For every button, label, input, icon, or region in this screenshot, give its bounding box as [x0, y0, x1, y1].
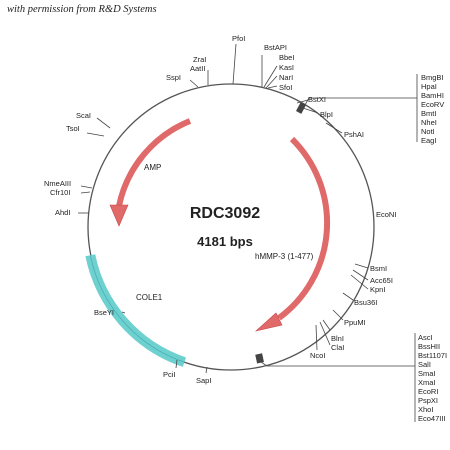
site-label: BbeI — [279, 53, 294, 62]
site-label: BlpI — [320, 110, 333, 119]
site-label: AscI — [418, 333, 433, 342]
site-label: XmaI — [418, 378, 436, 387]
site-label: Acc65I — [370, 276, 393, 285]
site-label: BssHII — [418, 342, 440, 351]
site-label: NmeAIII — [44, 179, 71, 188]
site-label: BamHI — [421, 91, 444, 100]
site-label: AatII — [190, 64, 205, 73]
mcs-top-marker — [296, 102, 306, 114]
site-label: AhdI — [55, 208, 70, 217]
site-label: TsoI — [66, 124, 80, 133]
site-label: Eco47III — [418, 414, 446, 423]
amp-arrow-head — [109, 204, 129, 227]
site-label: BlnI — [331, 334, 344, 343]
site-label: PfoI — [232, 34, 245, 43]
site-label: NheI — [421, 118, 437, 127]
site-label: ZraI — [193, 55, 206, 64]
site-label: SmaI — [418, 369, 436, 378]
site-label: Cfr10I — [50, 188, 70, 197]
site-label: SapI — [196, 376, 211, 385]
site-label: KasI — [279, 63, 294, 72]
site-label: NcoI — [310, 351, 325, 360]
site-label: SalI — [418, 360, 431, 369]
site-label: PpuMI — [344, 318, 366, 327]
site-label: NotI — [421, 127, 435, 136]
site-label: BsmI — [370, 264, 387, 273]
plasmid-name: RDC3092 — [190, 205, 260, 222]
site-label: BseYI — [94, 308, 114, 317]
site-label: PspXI — [418, 396, 438, 405]
site-label: XhoI — [418, 405, 433, 414]
site-label: PciI — [163, 370, 176, 379]
site-label: PshAI — [344, 130, 364, 139]
site-label: BmtI — [421, 109, 436, 118]
site-label: EcoRV — [421, 100, 444, 109]
cole1-label: COLE1 — [136, 293, 163, 302]
site-label: SfoI — [279, 83, 292, 92]
backbone-circle — [87, 83, 375, 371]
site-ticks — [78, 43, 418, 422]
site-label: EcoRI — [418, 387, 438, 396]
site-label: ClaI — [331, 343, 344, 352]
site-label: SspI — [166, 73, 181, 82]
site-label: EcoNI — [376, 210, 396, 219]
site-label: Bsu36I — [354, 298, 377, 307]
hmmp3-label: hMMP-3 (1-477) — [255, 252, 314, 261]
site-label: NarI — [279, 73, 293, 82]
plasmid-size: 4181 bps — [197, 234, 253, 249]
site-label: ScaI — [76, 111, 91, 120]
site-label: Bst1107I — [418, 351, 447, 360]
amp-arrow-body — [116, 118, 192, 207]
site-label: BmgBI — [421, 73, 444, 82]
site-label: EagI — [421, 136, 436, 145]
credit-text: with permission from R&D Systems — [7, 4, 157, 15]
hmmp3-arrow-body — [277, 136, 331, 321]
site-label: KpnI — [370, 285, 385, 294]
cole1-outline — [90, 255, 185, 363]
site-label: BstXI — [308, 95, 326, 104]
site-label: BstAPI — [264, 43, 287, 52]
hmmp3-arrow-head — [254, 312, 283, 332]
mcs-bottom-marker — [255, 353, 264, 364]
amp-label: AMP — [144, 163, 161, 172]
site-label: HpaI — [421, 82, 437, 91]
